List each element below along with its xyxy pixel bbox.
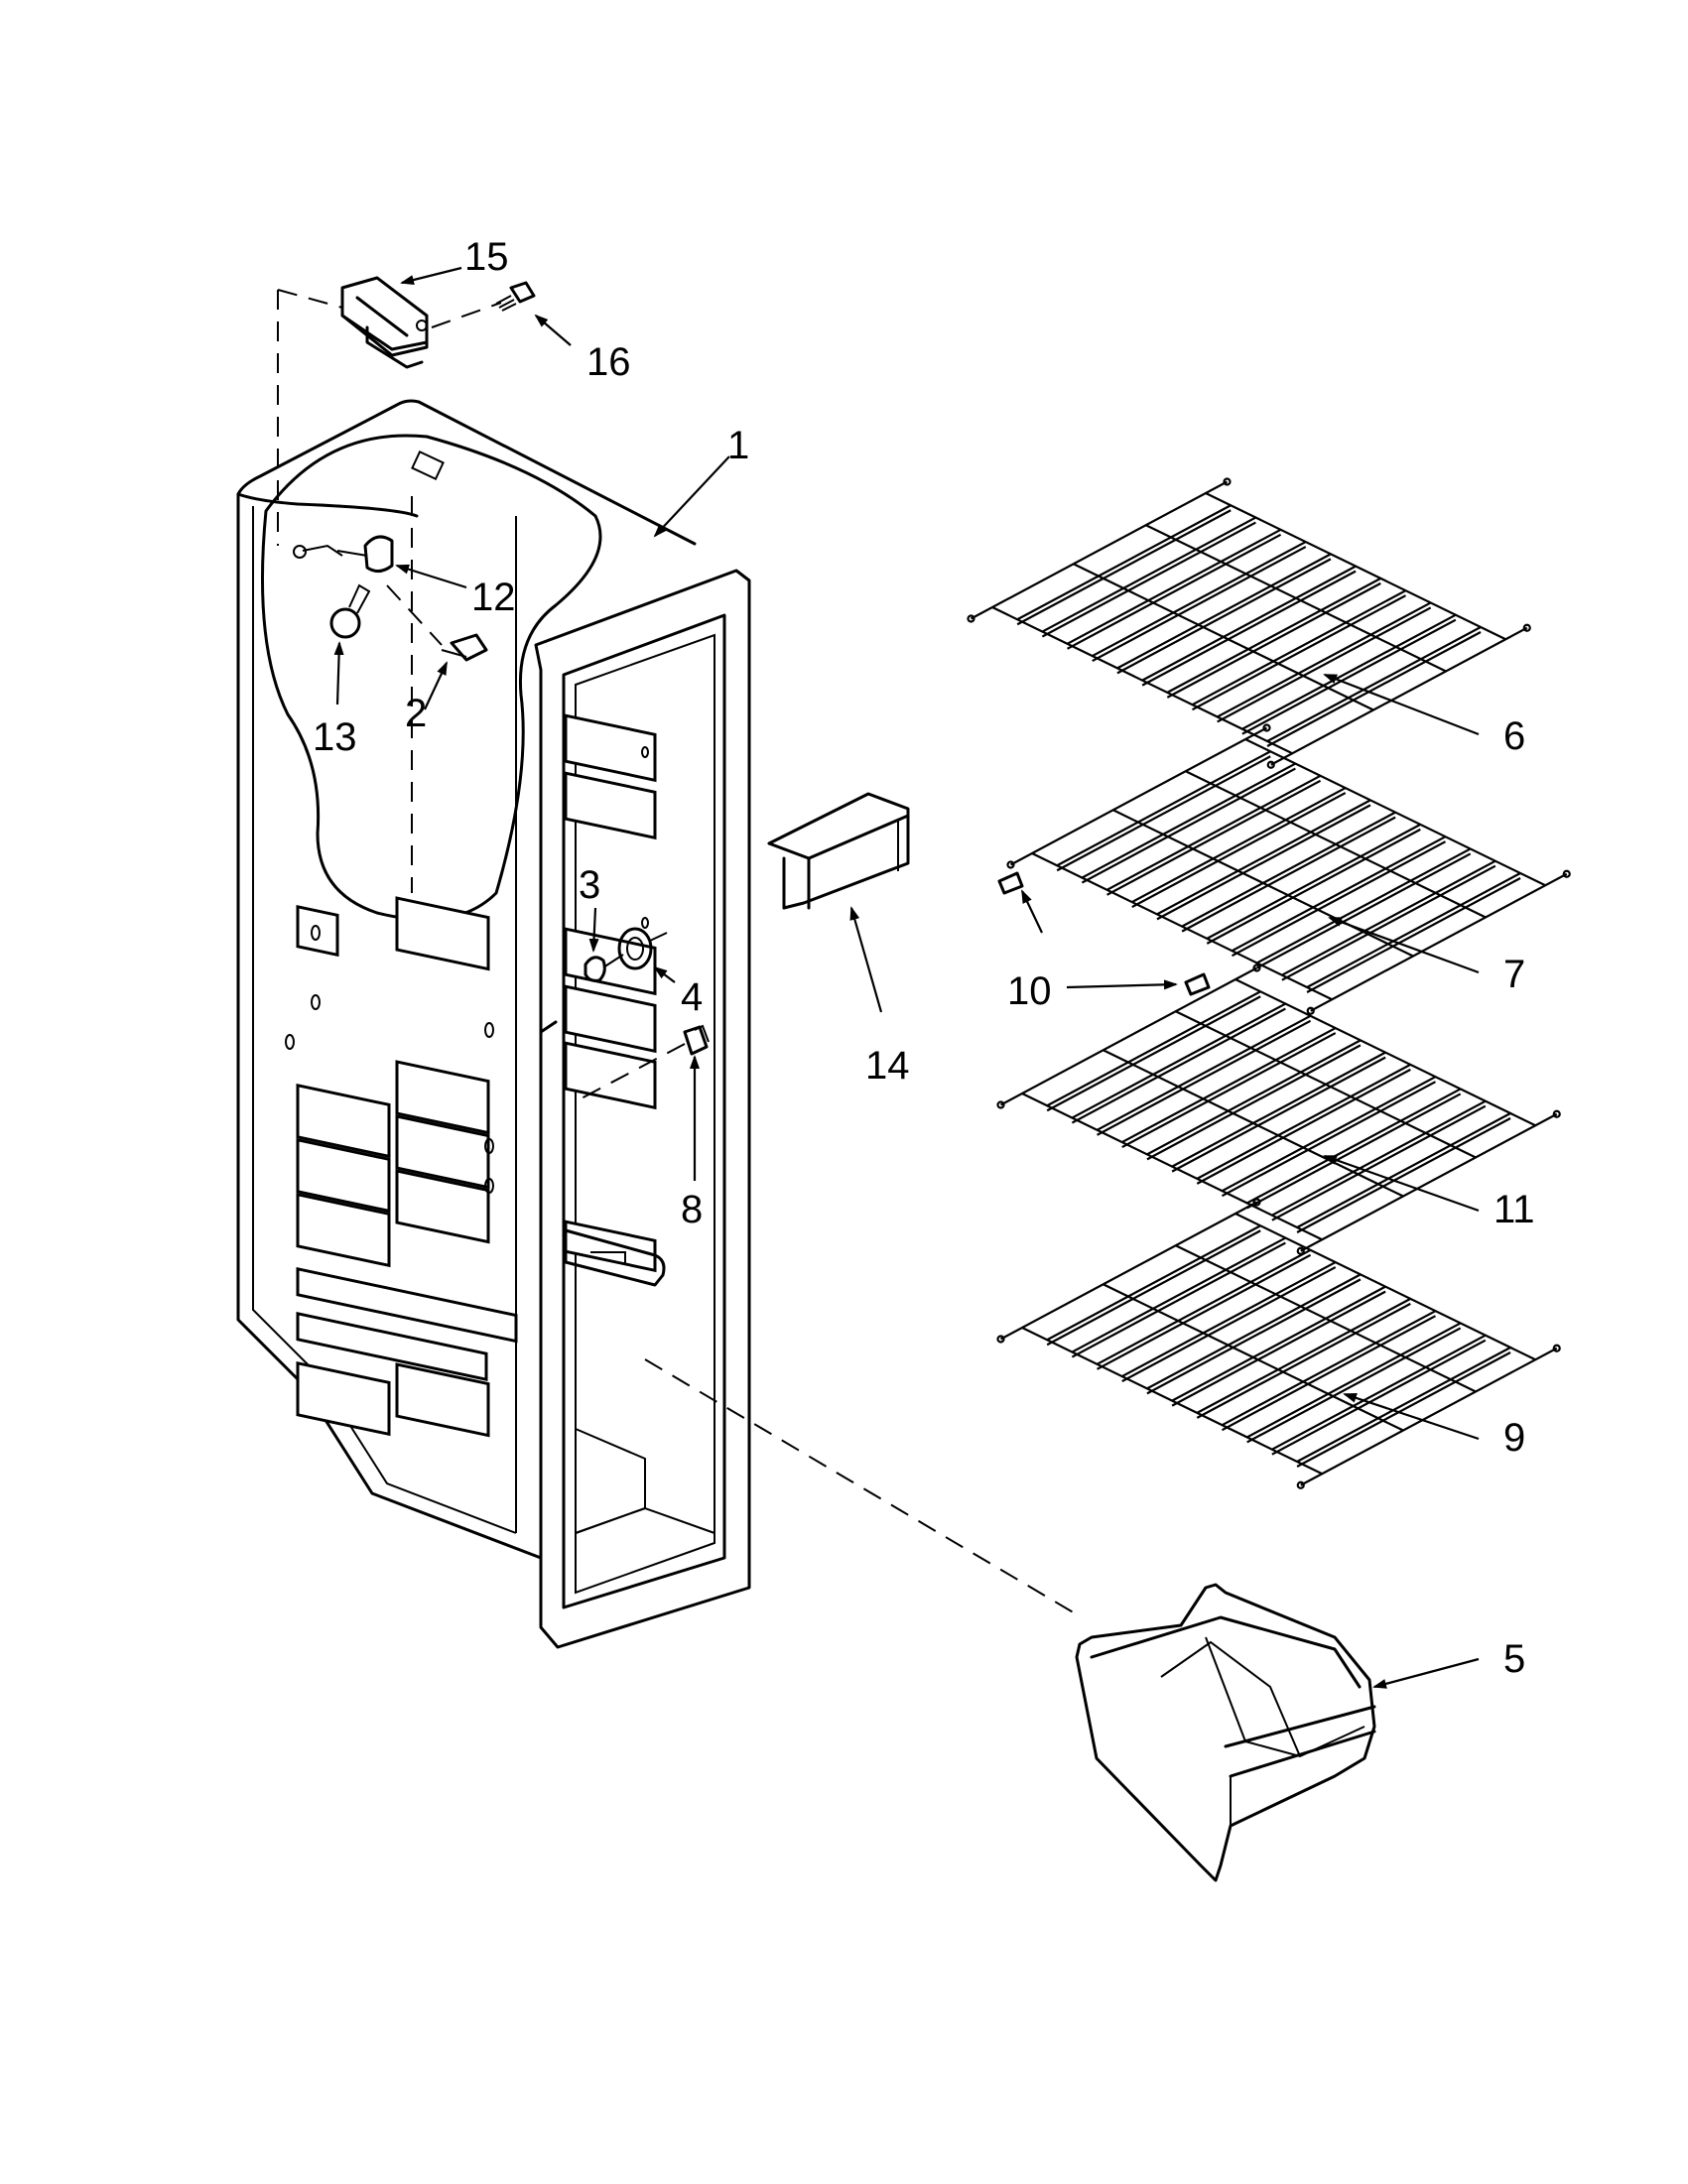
dashed-guide-to-pan [644,1358,1083,1618]
leader-lines [333,266,1480,1689]
callout-5: 5 [1503,1637,1525,1681]
shelf-part-6 [967,477,1531,769]
callout-6: 6 [1503,714,1525,758]
bracket-part-15 [340,276,429,369]
cover-part-14 [767,792,910,910]
callout-2: 2 [405,692,427,735]
screw-part-16 [431,281,536,328]
callout-12: 12 [471,576,516,619]
callout-labels: 15 16 1 12 13 2 3 4 8 14 6 10 7 11 9 5 [313,235,1535,1681]
pan-part-5 [1075,1583,1376,1882]
control-dial-part-4 [617,927,668,970]
shelf-part-11 [996,964,1561,1255]
wire-shelves [967,477,1571,1489]
callout-13: 13 [313,715,357,759]
callout-15: 15 [464,235,509,279]
callout-3: 3 [579,863,600,907]
light-socket-part-12 [293,535,394,573]
callout-7: 7 [1503,953,1525,996]
callout-11: 11 [1493,1188,1535,1231]
shelf-stud-part-10 [997,871,1211,996]
light-bulb-part-13 [329,583,371,639]
callout-16: 16 [586,340,631,384]
callout-8: 8 [681,1188,703,1231]
freezer-liner [236,289,751,1649]
callout-10: 10 [1007,969,1052,1013]
shelf-part-9 [996,1198,1561,1489]
callout-14: 14 [865,1044,910,1088]
callout-1: 1 [727,424,749,467]
clip-part-2 [386,584,488,662]
switch-part-8 [575,1024,710,1102]
callout-9: 9 [1503,1416,1525,1460]
shelf-part-7 [1006,723,1571,1015]
callout-4: 4 [681,975,703,1019]
